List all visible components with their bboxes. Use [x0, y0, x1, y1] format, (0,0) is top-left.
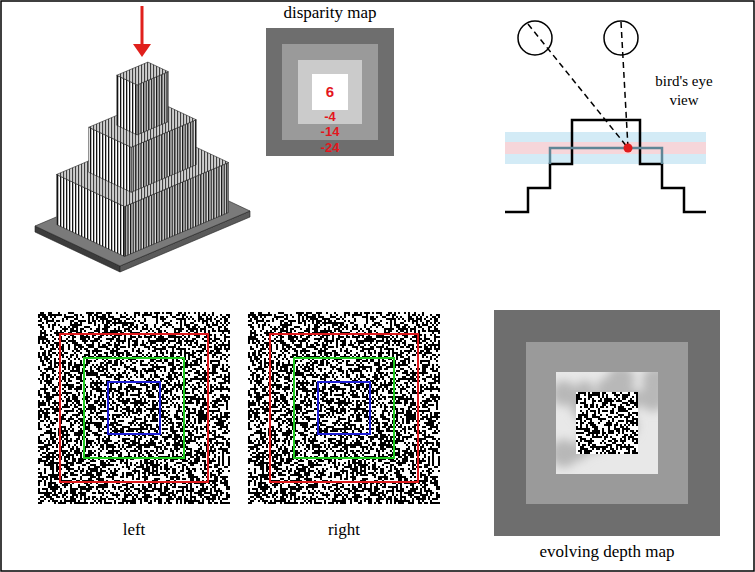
figure-stage: disparity map-24-14-46leftrightevolving …: [0, 0, 755, 572]
